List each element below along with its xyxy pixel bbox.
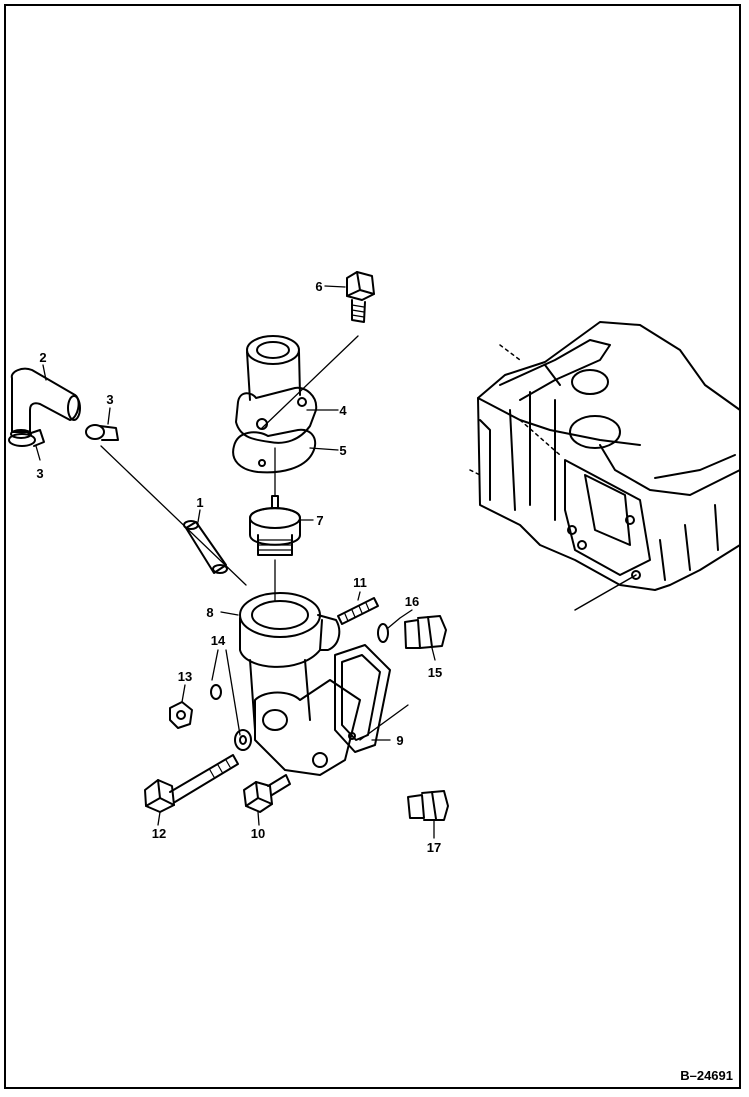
callout-12: 12 [152, 826, 166, 841]
callout-8: 8 [206, 605, 213, 620]
hose-clamp-part-3-upper [85, 424, 119, 441]
plug-part-17 [407, 790, 449, 821]
thermostat-part-7 [249, 495, 301, 556]
callout-2: 2 [39, 350, 46, 365]
nut-part-13 [169, 701, 193, 729]
callout-5: 5 [339, 443, 346, 458]
callout-3-upper: 3 [106, 392, 113, 407]
callout-16: 16 [405, 594, 419, 609]
plug-part-15 [404, 615, 447, 649]
washer-part-16 [377, 623, 389, 643]
engine-block [469, 321, 741, 611]
bolt-part-12 [144, 754, 239, 813]
bolt-part-10 [243, 774, 291, 813]
callout-10: 10 [251, 826, 265, 841]
leader-lines [35, 285, 436, 839]
bolt-part-6 [346, 271, 375, 323]
callout-4: 4 [339, 403, 347, 418]
callout-6: 6 [315, 279, 322, 294]
callout-17: 17 [427, 840, 441, 855]
stud-part-11 [337, 597, 379, 625]
callout-15: 15 [428, 665, 442, 680]
washer-part-14-upper [210, 684, 222, 700]
callout-3-lower: 3 [36, 466, 43, 481]
gasket-part-9 [334, 644, 391, 753]
callout-13: 13 [178, 669, 192, 684]
thermostat-cover-part-4 [235, 335, 318, 444]
callout-14: 14 [211, 633, 226, 648]
callout-9: 9 [396, 733, 403, 748]
thermostat-housing-part-8 [239, 592, 361, 776]
callout-1: 1 [196, 495, 203, 510]
callout-11: 11 [353, 575, 367, 590]
washer-part-14-lower [234, 729, 252, 751]
callout-labels: 2 3 3 6 4 5 1 7 8 11 16 15 14 13 9 12 10… [36, 279, 442, 855]
gasket-part-5 [232, 428, 317, 474]
diagram-frame [4, 4, 741, 1089]
hose-clamp-part-3-lower [8, 429, 45, 447]
callout-7: 7 [316, 513, 323, 528]
figure-id-label: B–24691 [680, 1068, 733, 1083]
